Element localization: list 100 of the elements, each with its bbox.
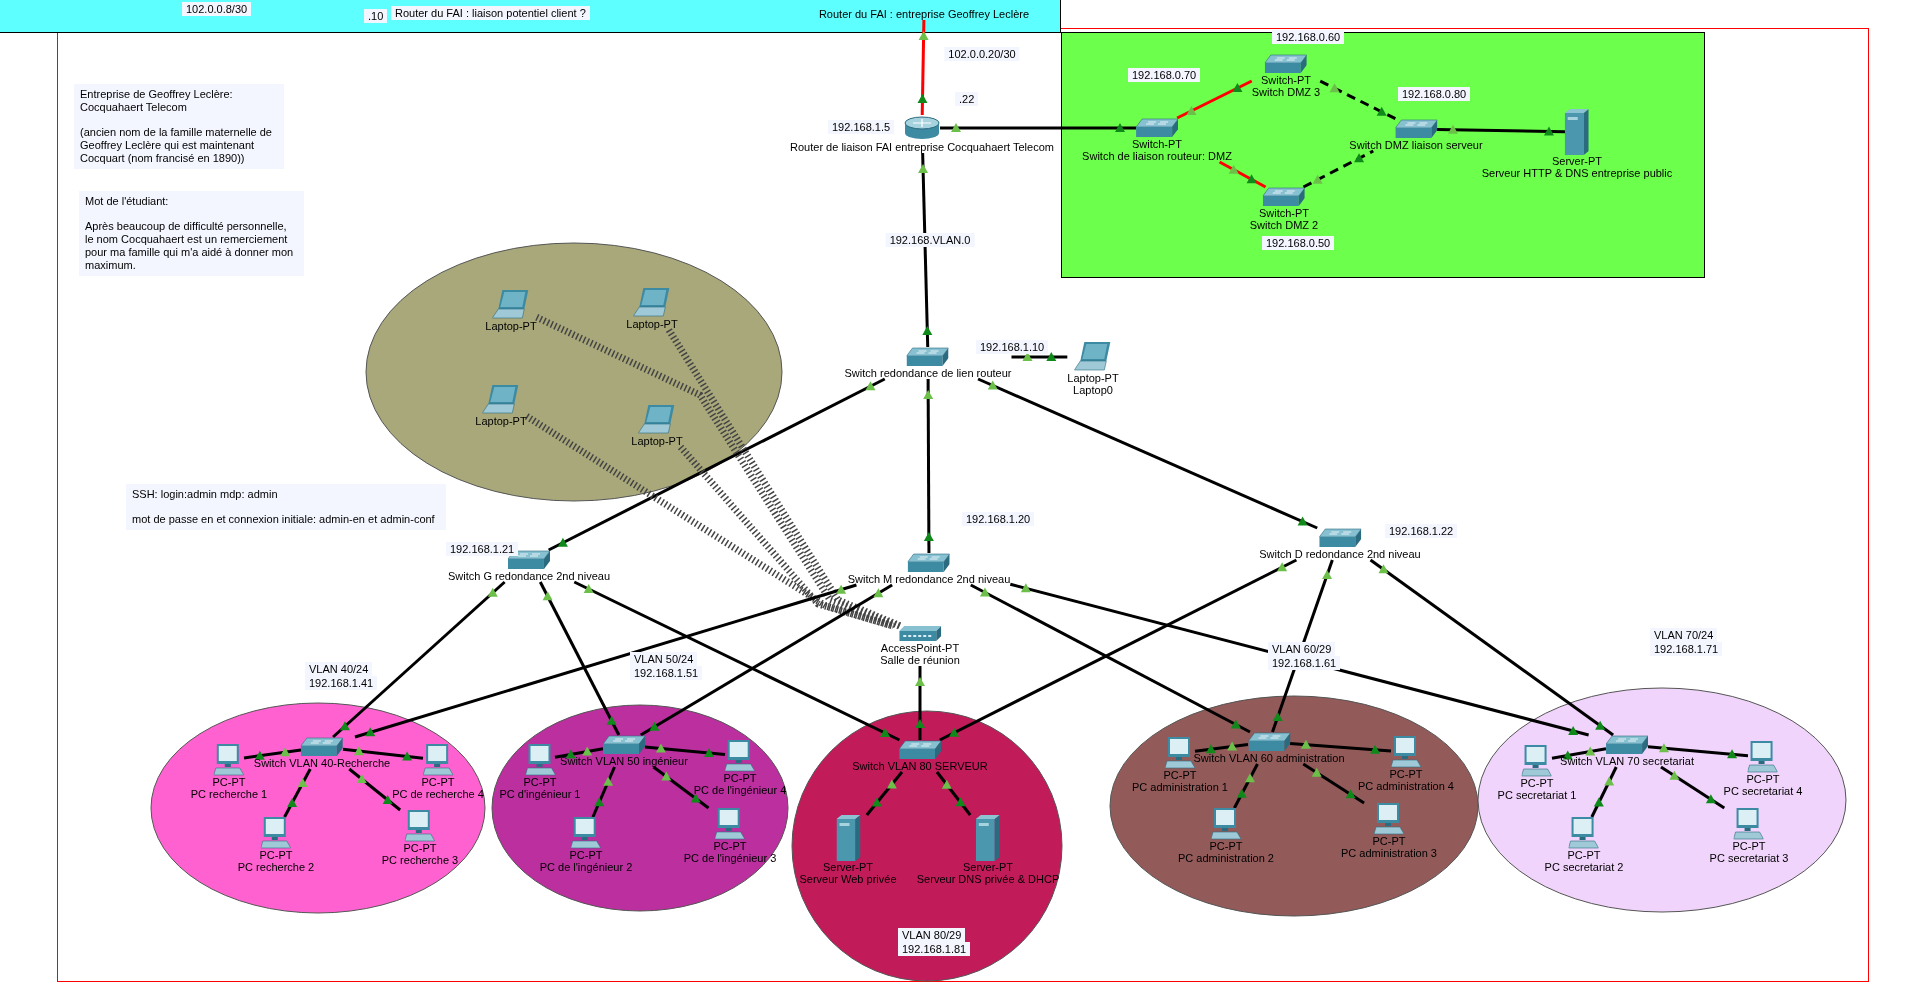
network-link bbox=[243, 748, 302, 760]
device-label: PC de l'ingénieur 3 bbox=[683, 852, 777, 864]
network-link bbox=[652, 765, 710, 810]
note-text: SSH: login:admin mdp: admin bbox=[132, 488, 279, 501]
device-label: Switch VLAN 60 administration bbox=[1193, 752, 1345, 764]
device-label: Switch D redondance 2nd niveau bbox=[1259, 548, 1421, 560]
ip-address-label: 192.168.0.60 bbox=[1272, 30, 1345, 44]
vlan-label: 192.168.1.81 bbox=[898, 942, 971, 956]
device-label: PC-PT bbox=[713, 840, 747, 852]
device-label: Switch VLAN 50 ingénieur bbox=[560, 755, 688, 767]
device-label: PC-PT bbox=[421, 776, 455, 788]
wireless-link bbox=[535, 314, 901, 630]
device-label: PC-PT bbox=[1732, 840, 1766, 852]
network-link bbox=[1302, 762, 1365, 805]
network-link bbox=[918, 666, 922, 740]
network-link bbox=[283, 768, 312, 818]
ip-address-label: 192.168.0.80 bbox=[1398, 87, 1471, 101]
device-label: Server-PT bbox=[822, 861, 874, 873]
device-label: PC secretariat 3 bbox=[1709, 852, 1789, 864]
network-link bbox=[935, 771, 972, 816]
network-link bbox=[1009, 582, 1589, 737]
device-label: Switch DMZ 2 bbox=[1249, 219, 1319, 231]
network-link bbox=[348, 767, 402, 812]
network-link bbox=[547, 377, 886, 552]
ip-address-label: 192.168.1.5 bbox=[828, 120, 895, 134]
device-label: Laptop0 bbox=[1073, 384, 1113, 396]
device-label: PC d'ingénieur 1 bbox=[499, 788, 581, 800]
device-label: PC-PT bbox=[1209, 840, 1243, 852]
network-zone bbox=[1477, 687, 1847, 913]
network-link bbox=[1302, 149, 1374, 189]
device-label: Serveur HTTP & DNS entreprise public bbox=[1481, 167, 1673, 179]
network-zone bbox=[150, 702, 486, 914]
network-link bbox=[554, 747, 604, 759]
device-label: Laptop-PT bbox=[626, 318, 678, 330]
device-label: PC recherche 3 bbox=[381, 854, 459, 866]
device-label: Laptop-PT bbox=[475, 415, 527, 427]
network-link bbox=[1647, 745, 1749, 758]
ip-address-label: 192.168.1.22 bbox=[1385, 524, 1458, 538]
note-text: Mot de l'étudiant: bbox=[85, 195, 170, 208]
ip-address-label: 192.168.1.20 bbox=[962, 512, 1035, 526]
device-label: PC recherche 2 bbox=[237, 861, 315, 873]
device-label: PC de recherche 4 bbox=[392, 788, 484, 800]
vlan-label: VLAN 80/29 bbox=[898, 928, 966, 942]
device-label: Switch-PT bbox=[1131, 138, 1183, 150]
network-link bbox=[1660, 765, 1726, 810]
device-label: Server-PT bbox=[1551, 155, 1603, 167]
device-label: Switch-PT bbox=[1258, 207, 1310, 219]
device-label: Serveur DNS privée & DHCP bbox=[916, 873, 1060, 885]
device-label: PC de l'ingénieur 4 bbox=[693, 784, 787, 796]
device-label: PC-PT bbox=[1389, 768, 1423, 780]
device-label: AccessPoint-PT bbox=[880, 642, 960, 654]
network-link bbox=[921, 152, 930, 348]
network-link bbox=[1590, 766, 1618, 818]
vlan-label: 192.168.1.51 bbox=[630, 666, 703, 680]
ip-address-label: 192.168.0.50 bbox=[1262, 236, 1335, 250]
ip-address-label: 192.168.1.21 bbox=[446, 542, 519, 556]
device-label: Switch DMZ liaison serveur bbox=[1349, 139, 1483, 151]
device-label: Switch VLAN 70 secretariat bbox=[1560, 755, 1694, 767]
device-label: PC-PT bbox=[523, 776, 557, 788]
network-label: .10 bbox=[364, 9, 388, 23]
device-label: PC-PT bbox=[569, 849, 603, 861]
vlan-label: VLAN 50/24 bbox=[630, 652, 698, 666]
network-zone bbox=[491, 704, 789, 912]
network-link bbox=[920, 19, 926, 116]
network-link bbox=[940, 126, 1136, 130]
vlan-label: VLAN 70/24 bbox=[1650, 628, 1718, 642]
network-link bbox=[332, 580, 506, 739]
network-zone bbox=[791, 710, 1063, 982]
device-label: PC-PT bbox=[1520, 777, 1554, 789]
device-label: Laptop-PT bbox=[631, 435, 683, 447]
device-label: Switch redondance de lien routeur bbox=[844, 367, 1012, 379]
vlan-label: VLAN 60/29 bbox=[1268, 642, 1336, 656]
device-label: PC administration 1 bbox=[1132, 781, 1228, 793]
device-label: PC secretariat 4 bbox=[1723, 785, 1803, 797]
device-label: PC-PT bbox=[1163, 769, 1197, 781]
network-link bbox=[970, 583, 1251, 734]
network-link bbox=[939, 558, 1298, 742]
edge-label: 102.0.0.20/30 bbox=[944, 47, 1020, 61]
device-label: PC-PT bbox=[1746, 773, 1780, 785]
network-link bbox=[644, 745, 726, 757]
network-link bbox=[1194, 743, 1249, 753]
note-text: mot de passe en et connexion initiale: admin-en et admin-conf bbox=[132, 513, 436, 526]
device-label: Server-PT bbox=[962, 861, 1014, 873]
device-label: Switch G redondance 2nd niveau bbox=[447, 570, 611, 582]
device-label: Laptop-PT bbox=[485, 320, 537, 332]
vlan-label: 192.168.1.41 bbox=[305, 676, 378, 690]
wireless-link bbox=[678, 444, 894, 630]
network-link bbox=[1233, 763, 1259, 809]
network-link bbox=[926, 379, 931, 553]
network-link bbox=[865, 771, 904, 816]
note-text: (ancien nom de la famille maternelle de Geoffrey Leclère qui est maintenant Cocquart (nom francisé en 1890)) bbox=[80, 126, 273, 165]
device-label: Switch-PT bbox=[1260, 74, 1312, 86]
network-link bbox=[1011, 355, 1068, 359]
device-label: Switch M redondance 2nd niveau bbox=[847, 573, 1011, 585]
vlan-label: 192.168.1.71 bbox=[1650, 642, 1723, 656]
device-label: PC-PT bbox=[403, 842, 437, 854]
device-label: PC-PT bbox=[1372, 835, 1406, 847]
device-label: Router du FAI : entreprise Geoffrey Leclère bbox=[818, 8, 1030, 20]
network-link bbox=[1218, 160, 1267, 189]
device-label: Switch VLAN 40-Recherche bbox=[253, 757, 391, 769]
